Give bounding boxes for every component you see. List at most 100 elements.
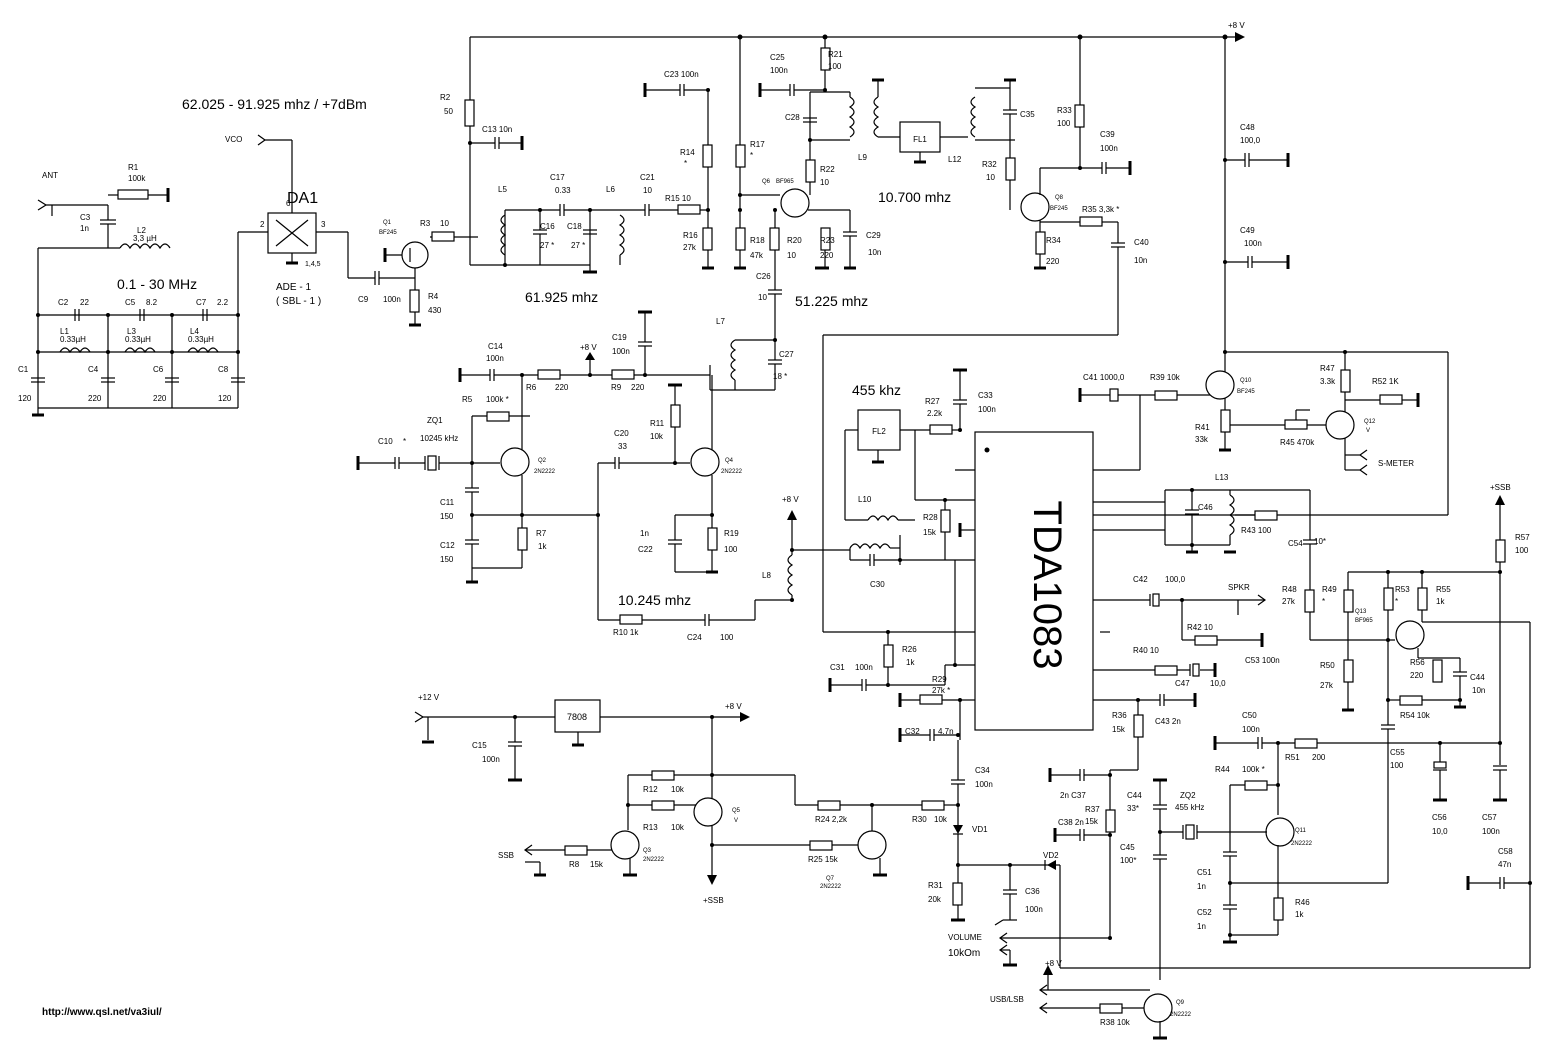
label-r46v: 1k — [1295, 910, 1304, 919]
label-c16v: 27 * — [540, 241, 554, 250]
label-q5v: V — [734, 818, 738, 824]
label-c17: C17 — [550, 173, 565, 182]
title-frequency: 62.025 - 91.925 mhz / +7dBm — [182, 96, 367, 112]
label-q1: Q1 — [383, 220, 392, 226]
label-c14v: 100n — [486, 354, 504, 363]
label-r44v: 100k * — [1242, 765, 1265, 774]
label-r23v: 220 — [820, 251, 834, 260]
label-c15: C15 — [472, 741, 487, 750]
label-r47: R47 — [1320, 364, 1335, 373]
vco-label: VCO — [225, 135, 242, 144]
label-l4: L4 — [190, 327, 199, 336]
label-c32v: 4.7n — [938, 727, 954, 736]
label-c39v: 100n — [1100, 144, 1118, 153]
label-c10v: * — [403, 437, 406, 446]
label-c52: C52 — [1197, 908, 1212, 917]
label-r29: R29 — [932, 675, 947, 684]
bfo-amp — [1230, 495, 1531, 968]
label-c36: C36 — [1025, 887, 1040, 896]
label-c50v: 100n — [1242, 725, 1260, 734]
label-r43: R43 100 — [1241, 526, 1272, 535]
audio-output — [1133, 593, 1267, 770]
smeter-label: S-METER — [1378, 459, 1414, 468]
label-l1v: 0.33µH — [60, 335, 86, 344]
label-c25v: 100n — [770, 66, 788, 75]
label-c26v: 10 — [758, 293, 767, 302]
label-q7m: 2N2222 — [820, 884, 842, 890]
label-c3: C3 — [80, 213, 91, 222]
label-r38: R38 10k — [1100, 1018, 1131, 1027]
label-r26: R26 — [902, 645, 917, 654]
label-c58: C58 — [1498, 847, 1513, 856]
label-c44: C44 — [1127, 791, 1142, 800]
label-r31: R31 — [928, 881, 943, 890]
label-q2m: 2N2222 — [534, 469, 556, 475]
label-c6: C6 — [153, 365, 164, 374]
label-r37v: 15k — [1085, 817, 1099, 826]
label-c53: C53 100n — [1245, 656, 1280, 665]
l13-tank — [1164, 488, 1395, 641]
label-r16v: 27k — [683, 243, 697, 252]
label-c1: C1 — [18, 365, 29, 374]
label-c41: C41 1000,0 — [1083, 373, 1125, 382]
label-r28: R28 — [923, 513, 938, 522]
label-l3v: 0.33µH — [125, 335, 151, 344]
label-c56: C56 — [1432, 813, 1447, 822]
label-r24: R24 2,2k — [815, 815, 848, 824]
label-c30: C30 — [870, 580, 885, 589]
label-r10: R10 1k — [613, 628, 639, 637]
mixer-da1 — [257, 134, 415, 285]
mixer-pin-lo: 6 — [286, 199, 291, 208]
usblsb-label: USB/LSB — [990, 995, 1024, 1004]
label-c36v: 100n — [1025, 905, 1043, 914]
input-filter — [31, 188, 268, 417]
label-zq2: ZQ2 — [1180, 791, 1196, 800]
label-r50v: 27k — [1320, 681, 1334, 690]
label-r15: R15 10 — [665, 194, 691, 203]
label-r20v: 10 — [787, 251, 796, 260]
label-r37: R37 — [1085, 805, 1100, 814]
label-c13: C13 10n — [482, 125, 512, 134]
label-r27: R27 — [925, 397, 940, 406]
label-r9: R9 — [611, 383, 622, 392]
label-r57: R57 — [1515, 533, 1530, 542]
label-c10: C10 — [378, 437, 393, 446]
label-r42: R42 10 — [1187, 623, 1213, 632]
label-c12v: 150 — [440, 555, 454, 564]
label-r20: R20 — [787, 236, 802, 245]
label-r29v: 27k * — [932, 686, 950, 695]
label-c38: C38 2n — [1058, 818, 1084, 827]
label-c33: C33 — [978, 391, 993, 400]
label-q13: Q13 — [1355, 609, 1367, 615]
fl2-label: FL2 — [872, 427, 886, 436]
mixer-name: DA1 — [287, 190, 318, 207]
label-l13: L13 — [1215, 473, 1229, 482]
label-c18v: 27 * — [571, 241, 585, 250]
power-rails — [469, 32, 1245, 370]
label-r56: R56 — [1410, 658, 1425, 667]
label-c51v: 1n — [1197, 882, 1206, 891]
label-r21v: 100 — [828, 62, 842, 71]
mixer-alt: ( SBL - 1 ) — [276, 296, 321, 307]
label-q2: Q2 — [538, 458, 547, 464]
label-c2v: 22 — [80, 298, 89, 307]
s-meter-circuit — [1078, 350, 1420, 476]
label-c49: C49 — [1240, 226, 1255, 235]
v8-lo: +8 V — [580, 343, 597, 352]
label-c21: C21 — [640, 173, 655, 182]
label-r26v: 1k — [906, 658, 915, 667]
label-c42v: 100,0 — [1165, 575, 1186, 584]
footer-url: http://www.qsl.net/va3iul/ — [42, 1007, 162, 1018]
label-q6m: BF965 — [776, 179, 794, 185]
label-c15v: 100n — [482, 755, 500, 764]
label-c17v: 0.33 — [555, 186, 571, 195]
label-c2: C2 — [58, 298, 69, 307]
label-r57v: 100 — [1515, 546, 1529, 555]
fl1-label: FL1 — [913, 135, 927, 144]
label-c40v: 10n — [1134, 256, 1147, 265]
label-c51: C51 — [1197, 868, 1212, 877]
label-r41: R41 — [1195, 423, 1210, 432]
label-l4v: 0.33µH — [188, 335, 214, 344]
label-r51: R51 — [1285, 753, 1300, 762]
